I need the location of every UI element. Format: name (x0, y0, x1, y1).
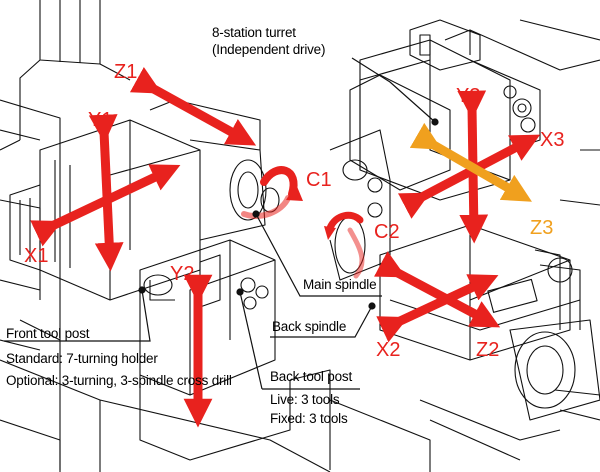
turret-label-line2: (Independent drive) (212, 42, 326, 57)
axis-label-c1: C1 (306, 169, 332, 191)
z1-motor-housing (39, 0, 101, 65)
axis-label-y2: Y2 (170, 263, 195, 285)
axis-label-y3: Y3 (456, 85, 481, 107)
z2-axis-arrow (373, 251, 501, 328)
x1-axis-arrow (30, 164, 181, 247)
column-rail (0, 99, 61, 470)
back-spindle-label: Back spindle (272, 319, 347, 334)
z3-axis-arrow (409, 122, 532, 202)
turret-label-line1: 8-station turret (212, 25, 296, 40)
back-tool-post-fixed: Fixed: 3 tools (270, 411, 348, 426)
axis-label-x3: X3 (540, 129, 565, 151)
back-spindle-body (329, 129, 391, 281)
back-tool-post-base (139, 375, 291, 461)
main-spindle-leader-line (255, 213, 382, 297)
main-spindle-label: Main spindle (303, 277, 377, 292)
axis-label-z1: Z1 (114, 61, 138, 83)
back-tool-post-label: Back tool post (270, 369, 352, 384)
z2-servo-motor (509, 319, 600, 421)
front-post-leader-line (4, 289, 151, 342)
axis-label-y1: Y1 (88, 109, 113, 131)
front-tool-post-label: Front tool post (6, 326, 90, 341)
front-tool-post-standard: Standard: 7-turning holder (6, 351, 158, 366)
z1-axis-arrow (129, 67, 257, 146)
front-tool-post-optional: Optional: 3-turning, 3-spindle cross dri… (6, 373, 232, 388)
machine-base (0, 359, 331, 472)
turret-leader-line (351, 57, 436, 123)
axis-label-x1: X1 (24, 245, 49, 267)
axis-label-c2: C2 (374, 221, 400, 243)
axis-label-x2: X2 (376, 339, 401, 361)
back-spindle-leader-line (270, 305, 373, 338)
axis-label-z3: Z3 (530, 217, 554, 239)
back-post-leader-line (239, 291, 360, 390)
c1-rotation-arrow (260, 166, 298, 198)
axis-label-z2: Z2 (476, 339, 500, 361)
back-tool-post-live: Live: 3 tools (270, 392, 340, 407)
c2-rotation-arrow (326, 211, 364, 232)
main-spindle-chuck (229, 159, 267, 221)
